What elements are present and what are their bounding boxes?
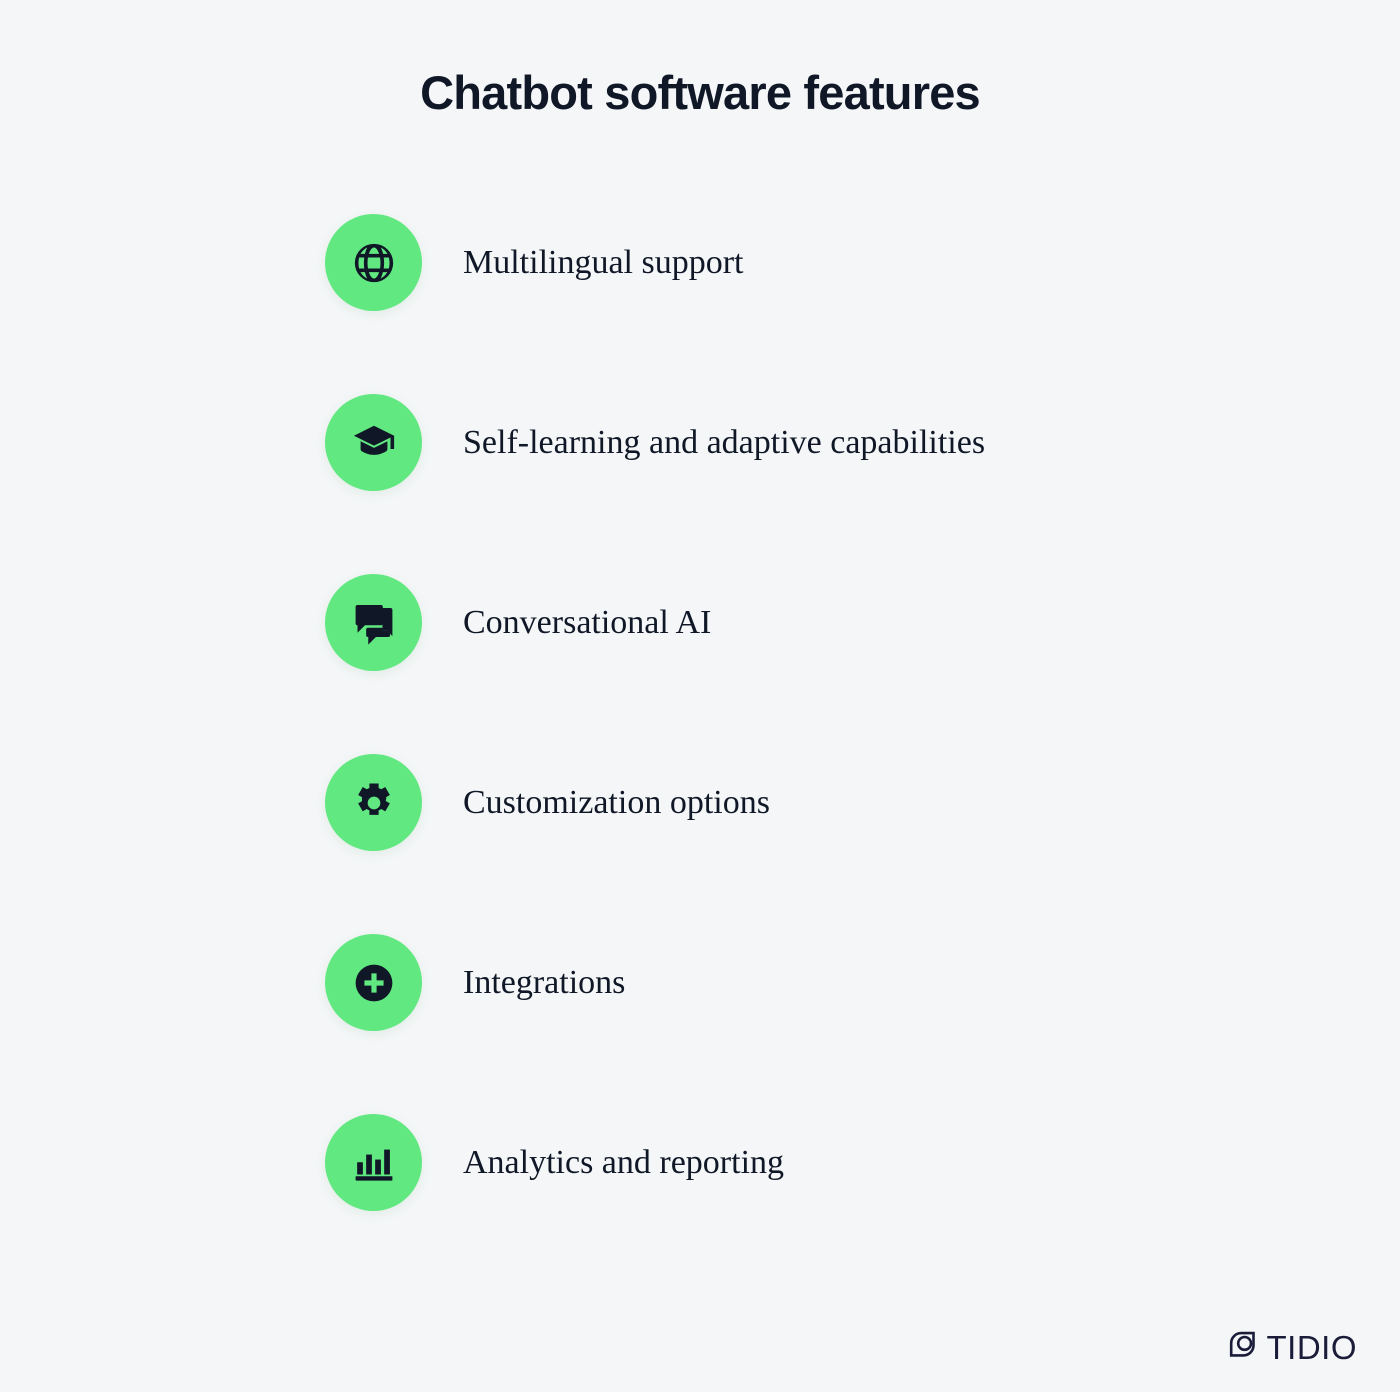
bar-chart-icon xyxy=(325,1114,422,1211)
tidio-wordmark: TIDIO xyxy=(1266,1329,1357,1366)
tidio-logo: TIDIO xyxy=(1227,1326,1358,1370)
feature-label: Self-learning and adaptive capabilities xyxy=(463,423,986,461)
feature-label: Analytics and reporting xyxy=(463,1143,785,1181)
chat-bubbles-icon xyxy=(325,574,422,671)
feature-item-analytics-reporting: Analytics and reporting xyxy=(325,1114,1325,1211)
page-title: Chatbot software features xyxy=(420,66,981,119)
feature-item-integrations: Integrations xyxy=(325,934,1325,1031)
feature-list: Multilingual support Self-learning and a… xyxy=(325,214,1325,1211)
tidio-chat-bubble-icon xyxy=(1229,1331,1255,1357)
feature-item-conversational-ai: Conversational AI xyxy=(325,574,1325,671)
plus-circle-icon xyxy=(325,934,422,1031)
feature-label: Conversational AI xyxy=(463,603,712,641)
globe-icon xyxy=(325,214,422,311)
feature-label: Integrations xyxy=(463,963,626,1001)
feature-item-self-learning: Self-learning and adaptive capabilities xyxy=(325,394,1325,491)
feature-label: Multilingual support xyxy=(463,243,744,281)
feature-item-customization-options: Customization options xyxy=(325,754,1325,851)
graduation-cap-icon xyxy=(325,394,422,491)
feature-item-multilingual-support: Multilingual support xyxy=(325,214,1325,311)
feature-label: Customization options xyxy=(463,783,770,821)
gear-icon xyxy=(325,754,422,851)
